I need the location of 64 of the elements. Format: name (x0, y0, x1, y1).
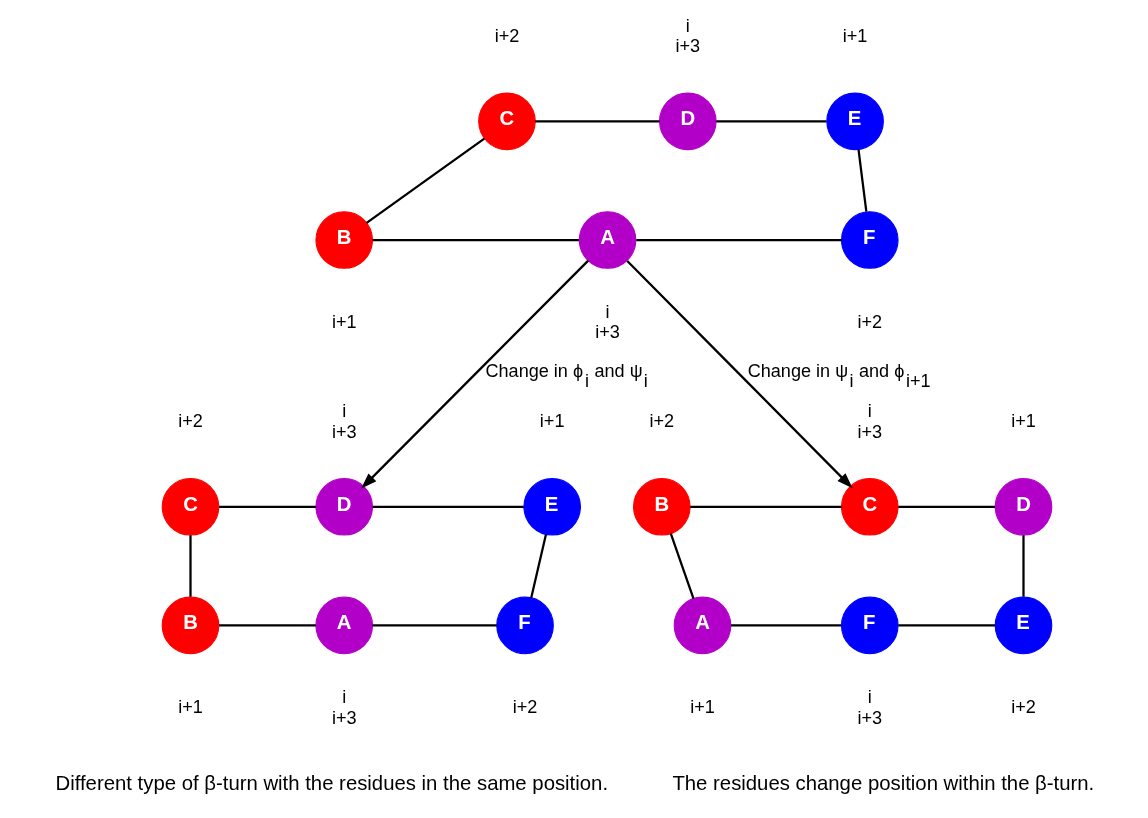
node-label: i (341, 687, 346, 708)
connector (218, 505, 316, 508)
connector (372, 505, 524, 508)
node-label: i+2 (177, 411, 203, 432)
node-label: i+3 (331, 421, 357, 442)
node-label: i (605, 301, 610, 322)
node-circle: E (522, 477, 581, 536)
node-label: i+2 (1010, 697, 1036, 718)
node-label: i+1 (1010, 411, 1036, 432)
node-circle: F (840, 211, 899, 269)
connector (218, 624, 316, 627)
connector (1021, 535, 1025, 597)
node-circle: E (825, 92, 884, 151)
node-label: i+2 (512, 697, 537, 718)
node-circle: F (840, 596, 899, 655)
node-label: i+3 (856, 421, 882, 442)
connector (372, 238, 579, 242)
node-circle: E (994, 596, 1052, 655)
node-circle: A (673, 596, 731, 655)
node-label: i+2 (648, 411, 674, 432)
node-circle: D (658, 92, 717, 151)
node-label: i+3 (674, 36, 700, 57)
node-circle: D (994, 477, 1052, 536)
connector (730, 624, 841, 627)
node-circle: B (161, 596, 219, 655)
node-label: i+3 (856, 707, 882, 728)
connector (897, 624, 995, 627)
label: The residues change position within the β-turn. (671, 771, 1094, 794)
node-circle: A (314, 596, 373, 655)
arrow (625, 260, 853, 489)
node-circle: A (578, 211, 636, 269)
connector (669, 533, 695, 599)
node-label: i+1 (539, 411, 564, 432)
node-label: i (867, 401, 872, 422)
connector (371, 624, 497, 627)
label: Different type of β-turn with the residues in the same position. (55, 771, 608, 794)
connector (534, 120, 659, 123)
node-circle: C (161, 477, 219, 536)
connector (635, 238, 841, 242)
node-label: i+2 (494, 26, 519, 47)
node-label: i+2 (856, 311, 882, 332)
node-label: i+3 (331, 707, 357, 728)
node-circle: B (314, 211, 373, 269)
node-label: i (685, 15, 690, 36)
node-label: i+1 (177, 697, 203, 718)
node-label: i (341, 401, 346, 422)
node-circle: D (314, 477, 373, 536)
node-label: i+1 (689, 697, 715, 718)
node-circle: F (495, 596, 554, 655)
connector (715, 120, 826, 123)
node-label: i+1 (331, 311, 357, 332)
connector (188, 535, 192, 597)
node-circle: C (477, 92, 536, 151)
connector (897, 505, 995, 508)
connector (365, 137, 485, 224)
connector (689, 505, 841, 508)
connector (529, 534, 547, 598)
node-circle: B (632, 477, 691, 536)
node-label: i+3 (594, 322, 620, 343)
connector (856, 149, 867, 212)
arrow (360, 259, 589, 489)
node-label: i (867, 687, 872, 708)
node-label: i+1 (842, 26, 867, 47)
node-circle: C (840, 477, 899, 536)
